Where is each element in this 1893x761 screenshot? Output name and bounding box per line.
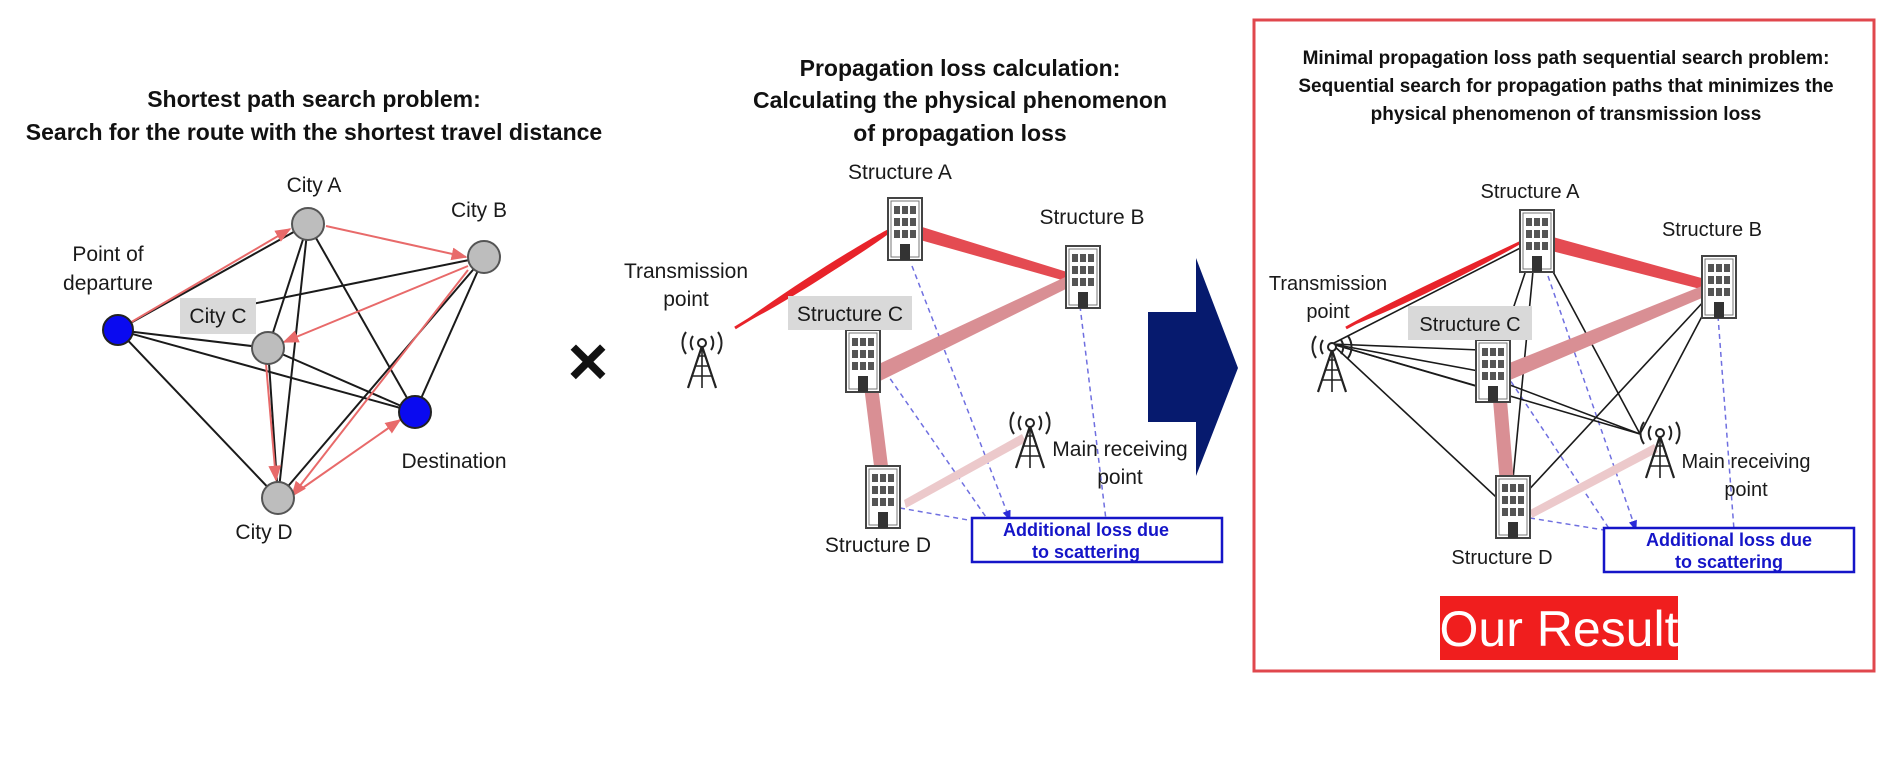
middle-label-tx-line1: Transmission bbox=[624, 260, 748, 283]
city-c-label-bg bbox=[180, 298, 256, 334]
our-result-badge bbox=[1440, 596, 1678, 660]
panel-shortest-path: Shortest path search problem: Search for… bbox=[26, 86, 602, 544]
multiply-operator: × bbox=[568, 322, 609, 400]
middle-note-line2: to scattering bbox=[1032, 542, 1140, 562]
right-scatter-lines bbox=[1497, 275, 1735, 531]
middle-label-structure-a: Structure A bbox=[848, 161, 952, 184]
building-icon bbox=[1065, 245, 1101, 309]
middle-paths bbox=[734, 220, 1080, 508]
result-frame bbox=[1252, 18, 1876, 673]
left-title-line2: Search for the route with the shortest t… bbox=[26, 119, 602, 145]
right-label-structure-c: Structure C bbox=[1419, 314, 1520, 336]
node-city-d bbox=[261, 481, 295, 515]
right-label-tx-line2: point bbox=[1306, 301, 1350, 323]
node-city-b bbox=[467, 240, 501, 274]
label-city-c: City C bbox=[189, 305, 246, 328]
right-note-line2: to scattering bbox=[1675, 552, 1783, 572]
left-edges bbox=[117, 223, 485, 499]
right-paths bbox=[1345, 232, 1716, 518]
middle-label-tx-line2: point bbox=[663, 288, 709, 311]
building-icon bbox=[1701, 255, 1737, 319]
panel-propagation-loss: Propagation loss calculation: Calculatin… bbox=[624, 55, 1224, 564]
middle-scatter-lines bbox=[871, 265, 1107, 521]
right-label-structure-a: Structure A bbox=[1481, 181, 1581, 203]
structure-c-label-bg bbox=[1408, 306, 1532, 340]
right-scatter-note-box bbox=[1602, 526, 1856, 574]
left-title-line1: Shortest path search problem: bbox=[147, 86, 481, 112]
structure-c-label-bg bbox=[788, 296, 912, 330]
right-title-line1: Minimal propagation loss path sequential… bbox=[1303, 48, 1830, 69]
building-icon bbox=[845, 329, 881, 393]
left-nodes bbox=[102, 207, 501, 515]
label-city-b: City B bbox=[451, 199, 507, 222]
label-destination: Destination bbox=[401, 450, 506, 473]
right-title-line3: physical phenomenon of transmission loss bbox=[1371, 104, 1762, 125]
middle-label-rx-line1: Main receiving bbox=[1052, 438, 1187, 461]
label-departure-line1: Point of bbox=[72, 243, 143, 266]
node-destination bbox=[398, 395, 432, 429]
middle-title-line2: Calculating the physical phenomenon bbox=[753, 87, 1167, 113]
label-city-a: City A bbox=[287, 174, 342, 197]
building-icon bbox=[887, 197, 923, 261]
building-icon bbox=[865, 465, 901, 529]
middle-scatter-note-box bbox=[970, 516, 1224, 564]
building-icon bbox=[1475, 339, 1511, 403]
left-route-arrows bbox=[127, 225, 469, 498]
label-departure-line2: departure bbox=[63, 272, 153, 295]
right-label-structure-d: Structure D bbox=[1451, 547, 1552, 569]
middle-label-rx-line2: point bbox=[1097, 466, 1143, 489]
middle-label-structure-d: Structure D bbox=[825, 534, 931, 557]
right-title-line2: Sequential search for propagation paths … bbox=[1298, 76, 1833, 97]
right-label-structure-b: Structure B bbox=[1662, 219, 1762, 241]
middle-title-line3: of propagation loss bbox=[853, 120, 1066, 146]
node-departure bbox=[102, 314, 134, 346]
panel-our-result: Minimal propagation loss path sequential… bbox=[1252, 18, 1876, 673]
middle-title-line1: Propagation loss calculation: bbox=[800, 55, 1121, 81]
middle-note-line1: Additional loss due bbox=[1003, 520, 1169, 540]
antenna-icon bbox=[681, 330, 723, 390]
our-result-label: Our Result bbox=[1440, 601, 1679, 657]
middle-label-structure-b: Structure B bbox=[1039, 206, 1144, 229]
building-icon bbox=[1495, 475, 1531, 539]
node-city-a bbox=[291, 207, 325, 241]
right-label-rx-line1: Main receiving bbox=[1682, 451, 1811, 473]
right-label-tx-line1: Transmission bbox=[1269, 273, 1387, 295]
building-icon bbox=[1519, 209, 1555, 273]
arrow-right-icon bbox=[1148, 258, 1238, 476]
right-label-rx-line2: point bbox=[1724, 479, 1768, 501]
right-note-line1: Additional loss due bbox=[1646, 530, 1812, 550]
label-city-d: City D bbox=[235, 521, 292, 544]
middle-label-structure-c: Structure C bbox=[797, 303, 903, 326]
node-city-c bbox=[251, 331, 285, 365]
